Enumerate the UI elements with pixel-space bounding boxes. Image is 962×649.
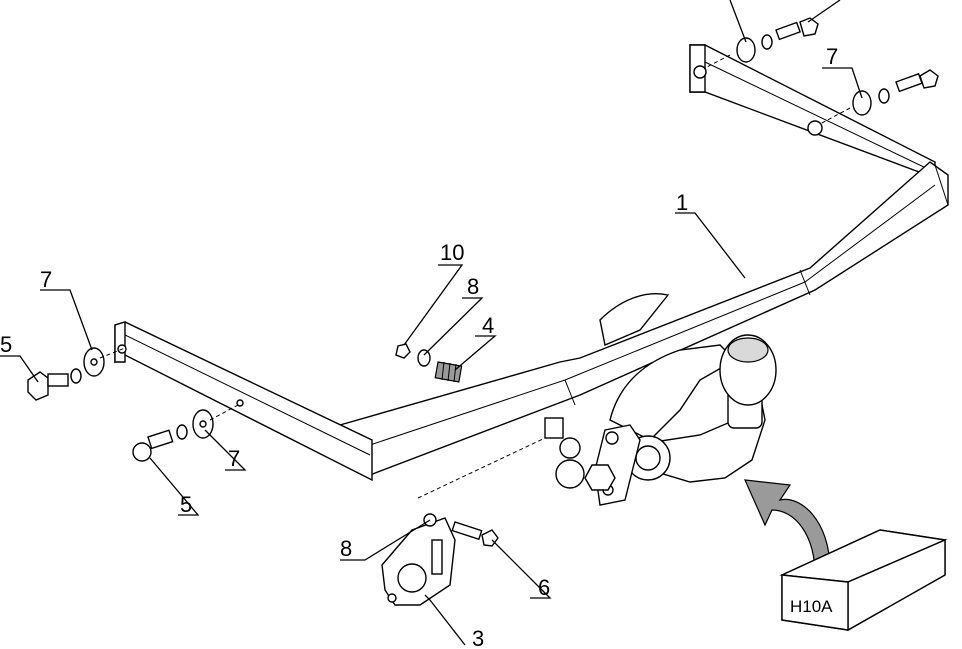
leader-lines — [0, 0, 863, 646]
callout-8-top: 8 — [467, 274, 479, 299]
left-fastener-set — [27, 347, 126, 401]
callout-4: 4 — [482, 313, 494, 338]
callout-3: 3 — [472, 626, 484, 649]
right-side-bracket — [689, 44, 936, 180]
callout-7-bottom: 7 — [228, 446, 240, 471]
callout-5-left: 5 — [0, 332, 12, 357]
callout-5-bottom: 5 — [180, 492, 192, 517]
tow-ball-assembly — [544, 293, 777, 506]
model-label-text: H10A — [790, 597, 833, 616]
socket-plate — [381, 437, 546, 606]
callout-7-left: 7 — [40, 267, 52, 292]
bottom-left-fastener-set — [132, 403, 241, 462]
rotation-arrow — [744, 479, 831, 576]
left-side-bracket — [114, 321, 373, 482]
callout-6: 6 — [538, 575, 550, 600]
plate-bolt — [451, 521, 499, 547]
middle-fastener-set — [395, 343, 463, 383]
callout-1: 1 — [676, 190, 688, 215]
top-right-fastener-set — [704, 17, 939, 125]
callout-8-bottom: 8 — [340, 536, 352, 561]
model-label-box: H10A — [779, 529, 948, 632]
callout-10: 10 — [440, 240, 464, 265]
callout-7-right: 7 — [826, 44, 838, 69]
